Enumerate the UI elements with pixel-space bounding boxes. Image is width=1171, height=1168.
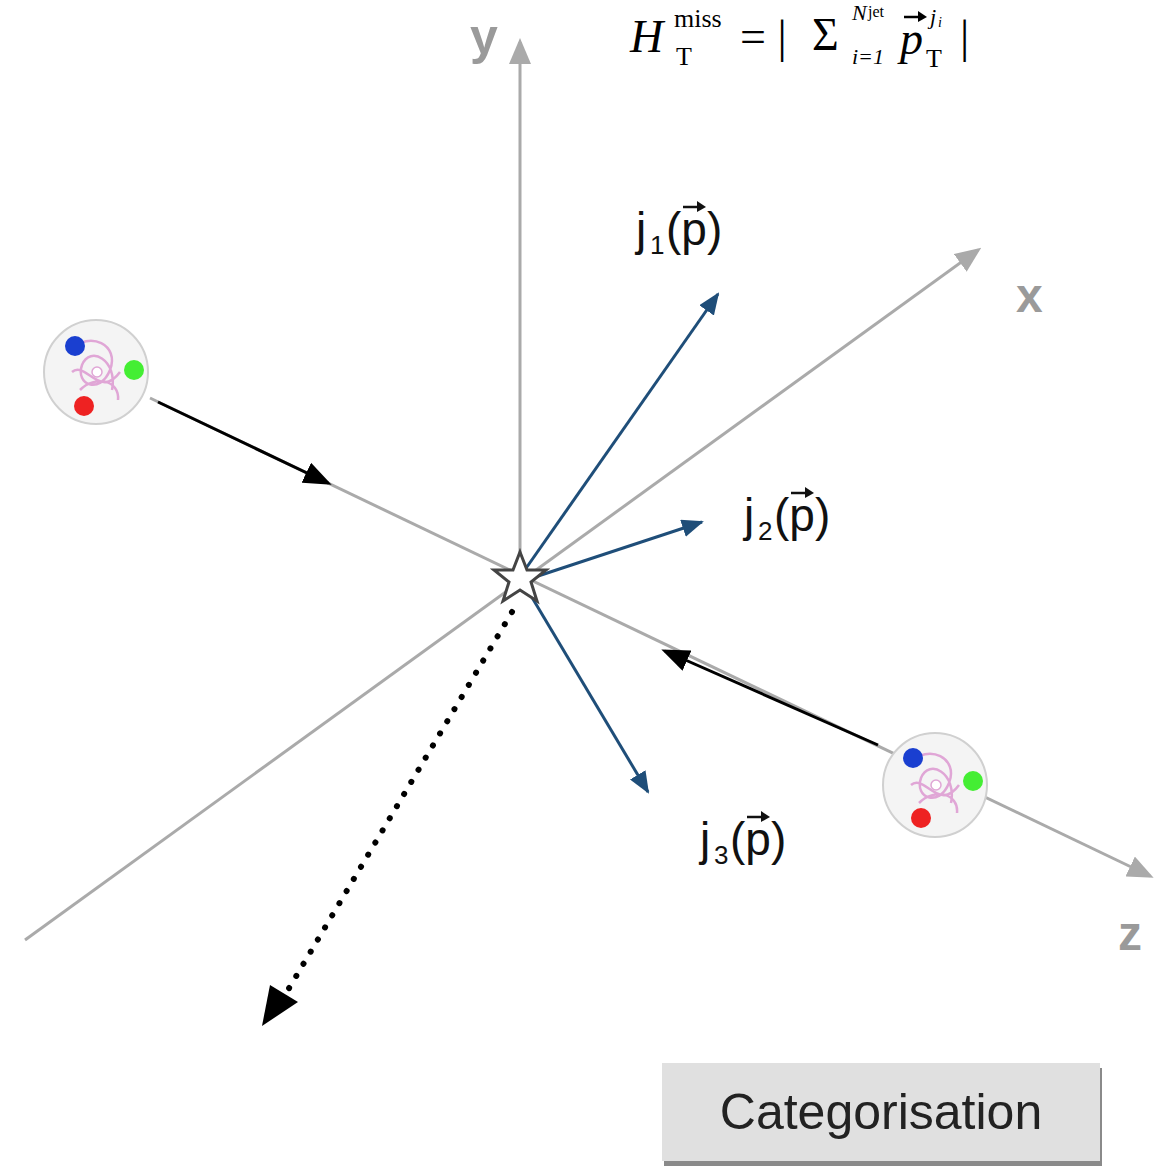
beam-arrow <box>158 402 328 483</box>
proton-icon <box>44 320 148 424</box>
jet-arrow <box>526 522 702 580</box>
formula-superscript: miss <box>674 6 722 32</box>
formula-superscript: j <box>930 6 936 28</box>
jet-label: (p) <box>774 492 830 538</box>
formula-subscript: i=1 <box>852 46 884 68</box>
formula-symbol: = | <box>740 14 787 60</box>
jet-arrow <box>522 294 718 574</box>
missing-momentum-head <box>262 985 298 1026</box>
formula-symbol: | <box>960 14 969 60</box>
formula-symbol: Σ <box>812 12 839 58</box>
vector-arrow <box>902 10 928 22</box>
beam-arrow <box>665 651 878 745</box>
vector-arrow <box>681 200 707 212</box>
x-axis <box>25 250 978 940</box>
category-box: Categorisation <box>662 1063 1100 1161</box>
jet-label: j <box>636 206 646 252</box>
proton-icon <box>883 733 987 837</box>
jet-label: j <box>700 816 710 862</box>
vector-arrow <box>789 486 815 498</box>
axis-label: y <box>470 12 498 62</box>
jet-label: j <box>744 492 754 538</box>
z-axis <box>150 398 1150 876</box>
formula-superscript: N <box>852 2 867 24</box>
formula-superscript: i <box>938 16 942 30</box>
category-text: Categorisation <box>720 1083 1042 1141</box>
jet-label: (p) <box>666 206 722 252</box>
jet-subscript: 1 <box>650 232 664 258</box>
formula-subscript: T <box>926 46 942 72</box>
axis-label: x <box>1016 272 1043 320</box>
jet-label: (p) <box>730 816 786 862</box>
y-axis <box>519 42 522 578</box>
jet-subscript: 2 <box>758 518 772 544</box>
formula-symbol: p <box>900 16 923 62</box>
vector-arrow <box>745 810 771 822</box>
formula-subscript: T <box>676 44 692 70</box>
vertex-star <box>494 552 546 601</box>
formula-symbol: H <box>630 14 663 60</box>
formula-superscript: jet <box>868 4 884 20</box>
axis-label: z <box>1118 910 1142 958</box>
missing-momentum <box>285 612 512 995</box>
jet-subscript: 3 <box>714 842 728 868</box>
jet-arrow <box>524 584 648 792</box>
